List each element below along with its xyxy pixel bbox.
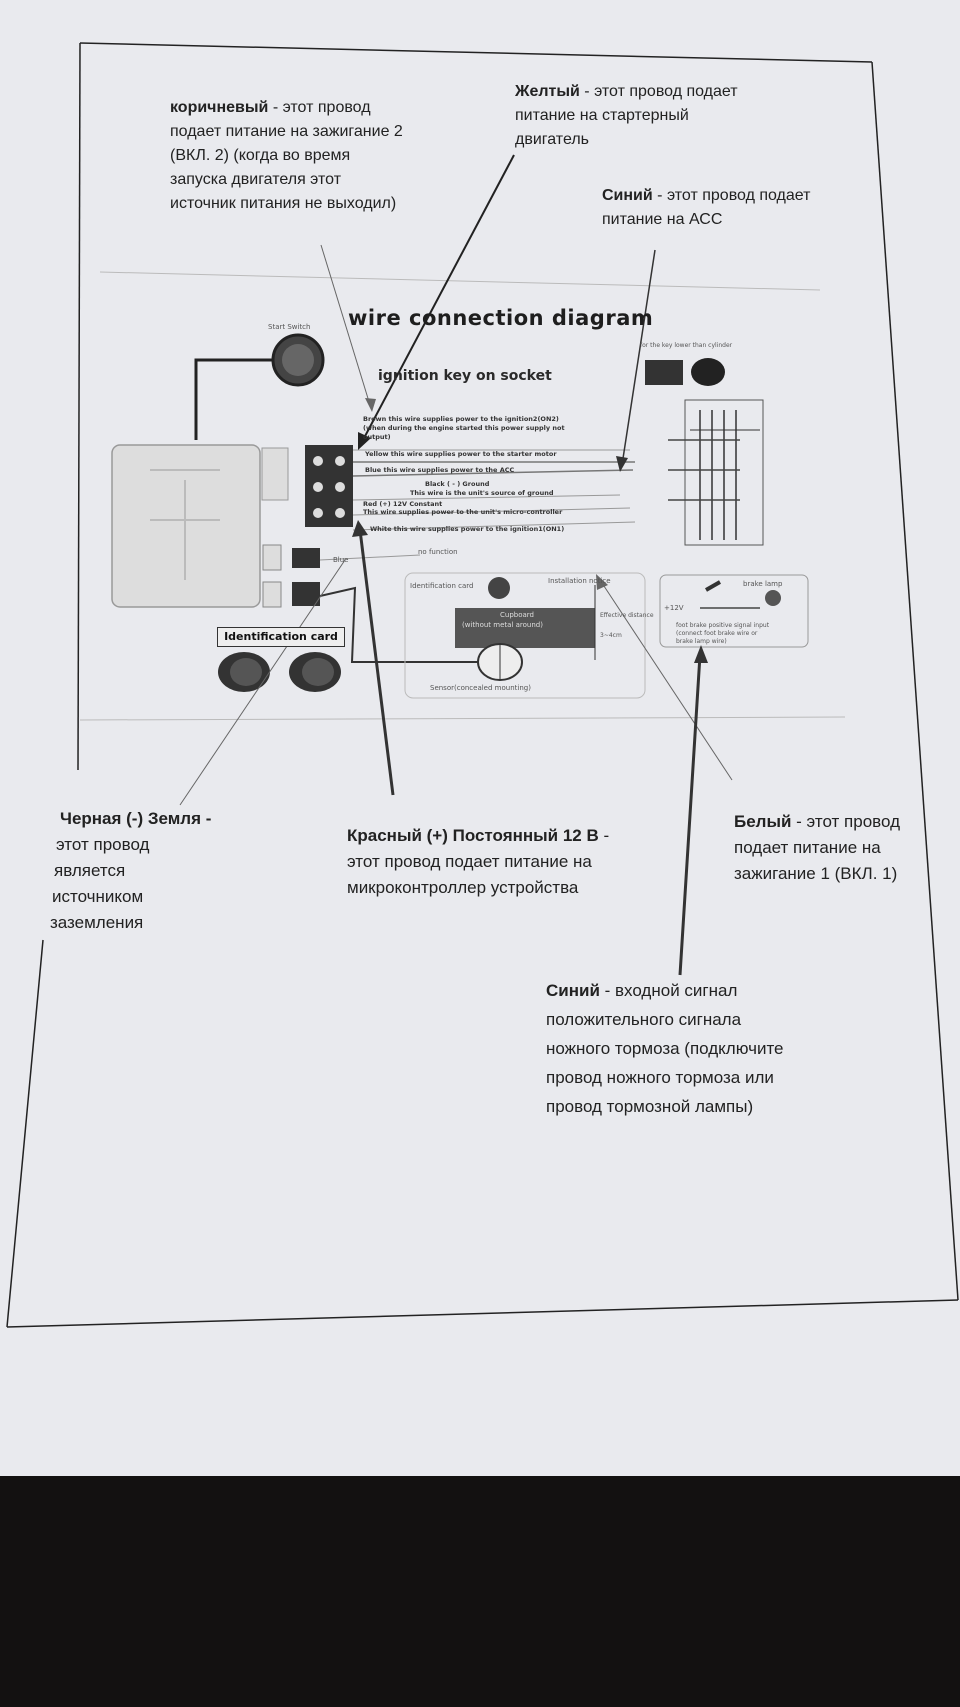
diagram-subtitle: ignition key on socket: [378, 368, 552, 384]
sensor-label: Sensor(concealed mounting): [430, 684, 531, 692]
frame-bottom-line: [6, 1299, 959, 1328]
red-pointer: [358, 529, 395, 796]
foot-brake-label: foot brake positive signal input: [676, 622, 770, 629]
identification-card-label: Identification card: [217, 627, 345, 647]
guide-line-top: [99, 271, 821, 291]
id-card-small-label: Identification card: [410, 582, 474, 590]
ignition-key-socket: [645, 360, 683, 385]
cupboard-label-2: (without metal around): [462, 621, 543, 629]
start-switch-label: Start Switch: [268, 323, 311, 331]
unit-connector: [261, 447, 289, 501]
wire-red-label: Red (+) 12V Constant: [363, 500, 443, 508]
guide-line-bottom: [79, 716, 846, 721]
wire-white-label: White this wire supplies power to the ig…: [370, 525, 565, 533]
note-blue-brake: Синий - входной сигнал положительного си…: [546, 981, 784, 1116]
frame-top-line: [79, 42, 873, 63]
wire-blue-label: Blue this wire supplies power to the ACC: [365, 466, 515, 474]
foot-brake-label-3: brake lamp wire): [676, 638, 727, 645]
note-black: Черная (-) Земля - этот провод является …: [50, 809, 212, 932]
key-note-label: for the key lower than cylinder: [640, 342, 733, 349]
installation-notice-label: Installation notice: [548, 577, 611, 585]
wire-black-label-2: This wire is the unit's source of ground: [410, 489, 554, 497]
wire-yellow-label: Yellow this wire supplies power to the s…: [365, 450, 557, 458]
blue-brake-pointer: [678, 654, 702, 976]
plus-12v-label: +12V: [664, 604, 684, 612]
no-function-label: no function: [418, 548, 458, 556]
wire-brown-label-3: output): [363, 433, 391, 441]
effective-distance-value: 3~4cm: [600, 632, 622, 639]
wire-brown-label-2: (when during the engine started this pow…: [363, 424, 565, 432]
brake-lamp-label: brake lamp: [743, 580, 783, 588]
note-brown: коричневый - этот провод подает питание …: [170, 99, 403, 212]
connector-block: [305, 445, 353, 527]
wire-brown-label: Brown this wire supplies power to the ig…: [363, 415, 559, 423]
note-white: Белый - этот провод подает питание на за…: [734, 812, 901, 883]
cupboard-block: [455, 608, 595, 648]
note-yellow: Желтый - этот провод подает питание на с…: [515, 83, 738, 148]
dark-background: [0, 1476, 960, 1707]
effective-distance-label: Effective distance: [600, 612, 654, 619]
blue-small-label: Blue: [333, 556, 349, 564]
diagram-graphics: [6, 42, 959, 1328]
frame-right-line: [871, 61, 959, 1301]
diagram-title: wire connection diagram: [348, 306, 654, 330]
wire-black-label: Black ( - ) Ground: [425, 480, 490, 488]
wire-red-label-2: This wire supplies power to the unit's m…: [363, 508, 563, 516]
frame-left-line: [77, 42, 81, 771]
installation-notice-box: [404, 572, 646, 699]
paper-sheet: [0, 0, 960, 1478]
cupboard-label: Cupboard: [500, 611, 534, 619]
brake-lamp-box: [659, 574, 809, 648]
foot-brake-label-2: (connect foot brake wire or: [676, 630, 758, 637]
yellow-pointer: [362, 154, 515, 441]
frame-left-lower-line: [6, 939, 44, 1328]
note-red: Красный (+) Постоянный 12 В - этот прово…: [347, 826, 610, 897]
ignition-wiring-table: [684, 399, 764, 546]
note-blue-acc: Синий - этот провод подает питание на АС…: [602, 187, 811, 228]
